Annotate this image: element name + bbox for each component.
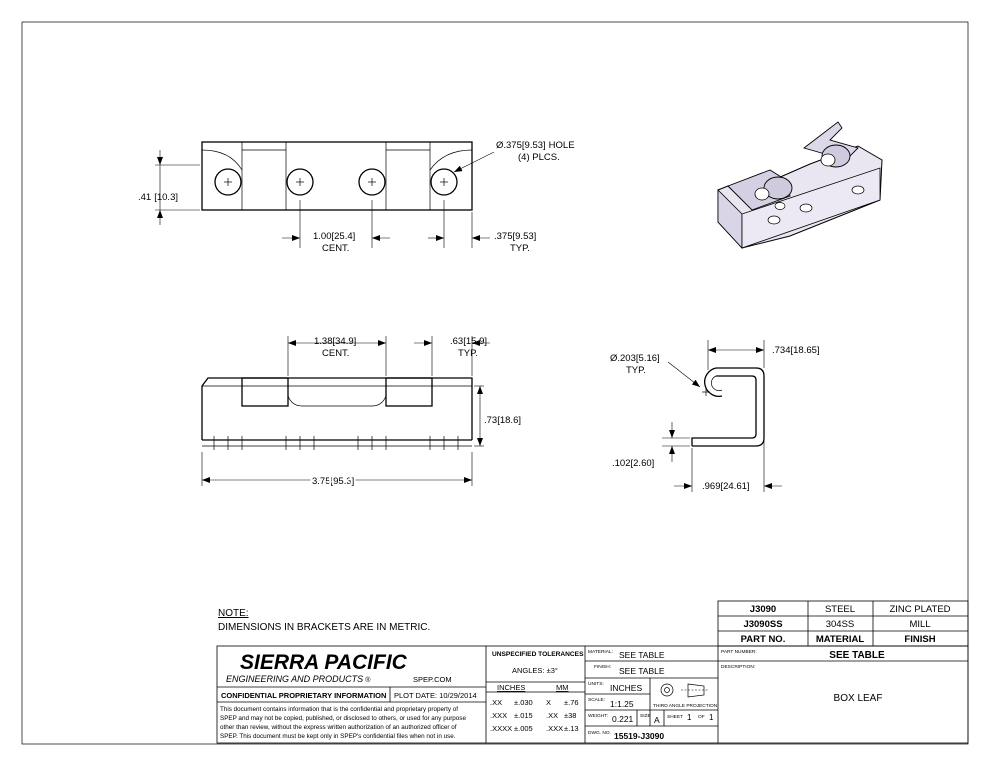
tol-row-2-mm-place: .XX <box>546 711 558 720</box>
units-value: INCHES <box>610 683 642 693</box>
top-view <box>201 141 473 211</box>
confidential-line: SPEP. This document must be kept only in… <box>220 733 456 740</box>
front-knuckle-label: TYP. <box>458 348 478 359</box>
side-view-dimensions <box>662 340 782 492</box>
description-value: BOX LEAF <box>834 693 883 704</box>
top-edge-label: TYP. <box>510 243 530 254</box>
front-cent-label: CENT. <box>322 348 349 359</box>
mounting-hole <box>286 168 314 196</box>
material-value: SEE TABLE <box>619 650 665 660</box>
weight-label: WEIGHT: <box>588 713 608 719</box>
part-row-2-finish: MILL <box>909 619 930 630</box>
tol-row-1-mm-place: X <box>546 698 551 707</box>
part-number-value: SEE TABLE <box>829 650 885 661</box>
confidential-line: This document contains information that … <box>220 706 458 713</box>
projection-label: THIRD ANGLE PROJECTION <box>653 703 718 709</box>
note-text: DIMENSIONS IN BRACKETS ARE IN METRIC. <box>218 622 430 633</box>
part-row-2-part: J3090SS <box>743 619 782 630</box>
tol-row-3-mm-place: .XXX <box>546 724 563 733</box>
sheet-border <box>21 21 969 745</box>
top-hole-count: (4) PLCS. <box>518 152 560 163</box>
tolerances-title: UNSPECIFIED TOLERANCES <box>492 651 584 658</box>
company-website: SPEP.COM <box>413 675 452 684</box>
material-label: MATERIAL: <box>588 649 613 655</box>
top-height-text: .41[10.3] <box>138 192 178 203</box>
confidential-line: other than review, without the express w… <box>220 724 457 731</box>
mounting-hole <box>430 168 458 196</box>
top-cent-label: CENT. <box>322 243 349 254</box>
tolerances-inches-header: INCHES <box>497 683 525 692</box>
isometric-view <box>717 121 883 250</box>
units-label: UNITS: <box>588 681 604 687</box>
part-header-material: MATERIAL <box>816 634 865 645</box>
dwg-label: DWG. NO. <box>588 730 611 736</box>
size-label: SIZE <box>640 713 651 719</box>
tol-row-2-in-place: .XXX <box>490 711 507 720</box>
confidential-line: SPEP and may not be copied, published, o… <box>220 715 466 722</box>
dwg-value: 15519-J3090 <box>614 731 664 741</box>
confidential-title: CONFIDENTIAL PROPRIETARY INFORMATION <box>221 691 386 700</box>
description-label: DESCRIPTION: <box>721 664 755 670</box>
top-edge-text: .375[9.53] <box>494 231 536 242</box>
tol-row-3-mm-val: ±.13 <box>564 724 579 733</box>
tol-row-3-in-val: ±.005 <box>514 724 533 733</box>
sheet-of-label: OF <box>698 714 705 720</box>
sheet-label: SHEET <box>667 714 683 720</box>
side-pin-text: Ø.203[5.16] <box>610 353 660 364</box>
front-view-dimensions <box>201 336 490 486</box>
finish-value: SEE TABLE <box>619 666 665 676</box>
front-length-text: 3.75[95.3] <box>312 476 354 487</box>
plot-date: PLOT DATE: 10/29/2014 <box>394 691 477 700</box>
finish-label: FINISH: <box>594 664 611 670</box>
tol-row-1-in-place: .XX <box>490 698 502 707</box>
tolerances-mm-header: MM <box>556 683 569 692</box>
sheet-value: 1 <box>687 713 692 722</box>
part-row-2-material: 304SS <box>826 619 855 630</box>
note-heading: NOTE: <box>218 608 249 619</box>
part-header-part: PART NO. <box>741 634 786 645</box>
mounting-hole <box>358 168 386 196</box>
company-subtitle: ENGINEERING AND PRODUCTS® <box>226 674 371 684</box>
part-number-label: PART NUMBER: <box>721 649 757 655</box>
front-cent-text: 1.38[34.9] <box>314 336 356 347</box>
company-name: SIERRA PACIFIC <box>240 651 408 674</box>
front-knuckle-text: .63[15.9] <box>450 336 487 347</box>
side-thickness-text: .102[2.60] <box>612 458 654 469</box>
tol-row-2-mm-val: ±38 <box>564 711 576 720</box>
title-block-grid <box>216 600 969 744</box>
part-row-1-finish: ZINC PLATED <box>889 604 950 615</box>
top-cent-text: 1.00[25.4] <box>313 231 355 242</box>
part-header-finish: FINISH <box>904 634 935 645</box>
side-width-text: .734[18.65] <box>772 345 820 356</box>
part-row-1-part: J3090 <box>750 604 776 615</box>
part-row-1-material: STEEL <box>825 604 855 615</box>
tol-row-1-mm-val: ±.76 <box>564 698 579 707</box>
third-angle-projection-icon <box>660 683 708 698</box>
size-value: A <box>654 715 660 725</box>
sheet-total: 1 <box>709 713 714 722</box>
tol-row-1-in-val: ±.030 <box>514 698 533 707</box>
weight-value: 0.221 <box>612 714 634 724</box>
front-height-text: .73[18.6] <box>484 415 521 426</box>
tol-row-3-in-place: .XXXX <box>490 724 512 733</box>
side-pin-typ: TYP. <box>626 365 646 376</box>
side-view <box>691 367 765 447</box>
top-view-dimensions <box>155 150 495 248</box>
tol-row-2-in-val: ±.015 <box>514 711 533 720</box>
mounting-hole <box>214 168 242 196</box>
scale-value: 1:1.25 <box>610 699 634 709</box>
scale-label: SCALE: <box>588 697 605 703</box>
front-view <box>201 377 473 450</box>
tolerances-angles: ANGLES: ±3° <box>512 666 558 675</box>
side-depth-text: .969[24.61] <box>702 481 750 492</box>
top-hole-text: Ø.375[9.53]HOLE <box>496 140 575 151</box>
